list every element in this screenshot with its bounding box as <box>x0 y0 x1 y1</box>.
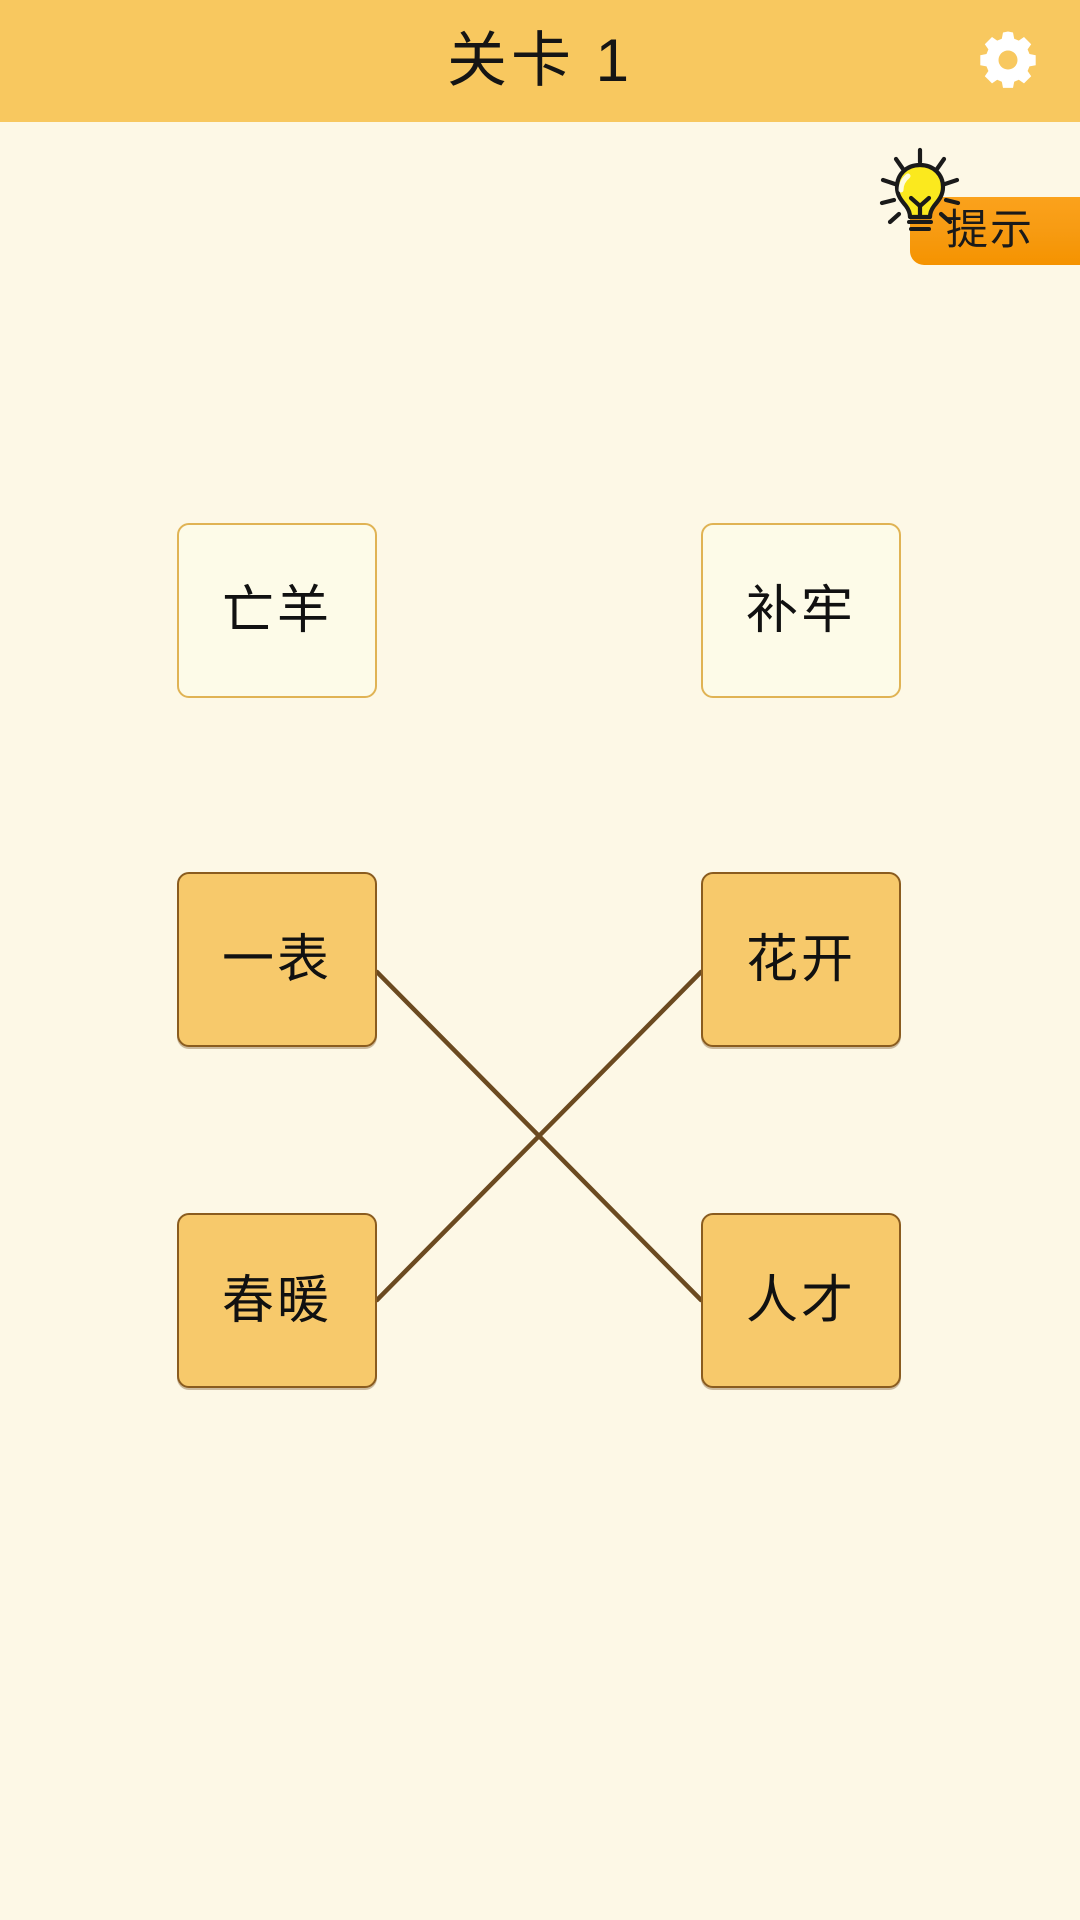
word-tile-left-bottom[interactable]: 春暖 <box>177 1213 377 1388</box>
word-tile-right-bottom[interactable]: 人才 <box>701 1213 901 1388</box>
hint-button[interactable]: 提示 <box>868 140 1080 270</box>
target-card-left[interactable]: 亡羊 <box>177 523 377 698</box>
gear-icon <box>975 27 1041 93</box>
lightbulb-icon <box>868 140 972 244</box>
word-tile-right-top[interactable]: 花开 <box>701 872 901 1047</box>
word-tile-label: 花开 <box>745 930 856 989</box>
app-header: 关卡 1 <box>0 0 1080 122</box>
hint-panel: 提示 <box>910 197 1080 265</box>
word-tile-label: 一表 <box>221 930 332 989</box>
connection-line[interactable] <box>374 969 704 1303</box>
target-card-label: 亡羊 <box>221 581 332 640</box>
target-card-right[interactable]: 补牢 <box>701 523 901 698</box>
page-title: 关卡 1 <box>446 27 634 94</box>
word-tile-left-top[interactable]: 一表 <box>177 872 377 1047</box>
word-tile-label: 春暖 <box>221 1271 332 1330</box>
target-card-label: 补牢 <box>745 581 856 640</box>
connection-line[interactable] <box>374 969 704 1303</box>
hint-label: 提示 <box>946 206 1035 253</box>
word-tile-label: 人才 <box>745 1271 856 1330</box>
settings-button[interactable] <box>972 24 1044 96</box>
